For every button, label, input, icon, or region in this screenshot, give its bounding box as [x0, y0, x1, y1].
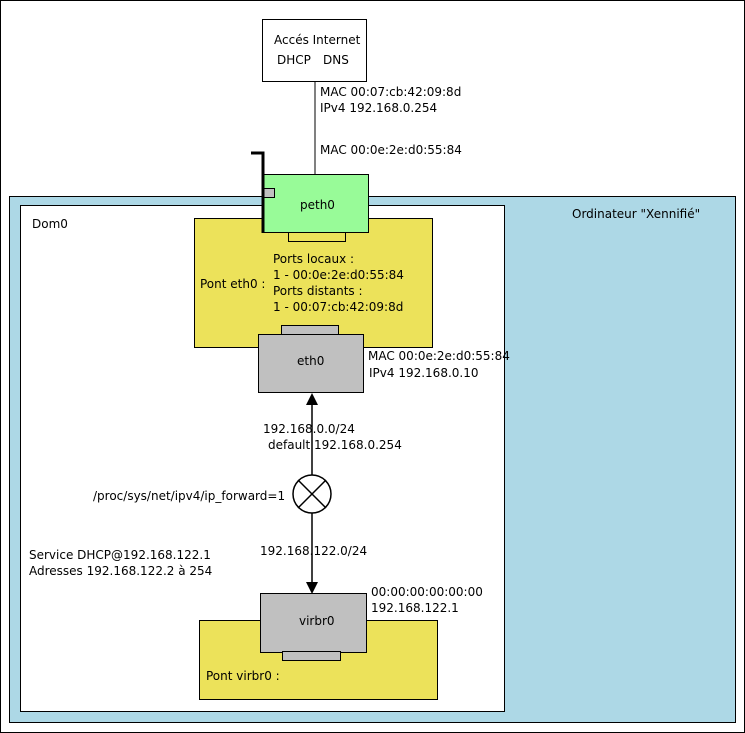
- router-cross-icon: [292, 474, 332, 514]
- eth0-ipv4: IPv4 192.168.0.10: [369, 366, 479, 380]
- virbr0-box: [260, 593, 367, 653]
- local-ports-title: Ports locaux :: [273, 252, 355, 266]
- local-port-entry: 1 - 00:0e:2e:d0:55:84: [273, 268, 404, 282]
- virbr0-label: virbr0: [299, 614, 335, 628]
- dhcp-service-line2: Adresses 192.168.122.2 à 254: [29, 564, 213, 578]
- peth0-connector: [288, 232, 346, 242]
- bridge-virbr0-label: Pont virbr0 :: [206, 669, 280, 683]
- computer-label: Ordinateur "Xennifié": [572, 207, 701, 221]
- internet-dns: DNS: [323, 53, 349, 67]
- eth0-mac: MAC 00:0e:2e:d0:55:84: [368, 349, 510, 363]
- remote-ports-title: Ports distants :: [273, 284, 363, 298]
- virbr0-connector: [282, 651, 341, 661]
- route-upper-network: 192.168.0.0/24: [263, 422, 355, 436]
- eth0-label: eth0: [297, 354, 325, 368]
- peth0-mac: MAC 00:0e:2e:d0:55:84: [320, 143, 462, 157]
- nic-bracket: [251, 151, 265, 233]
- bridge-eth0-label: Pont eth0 :: [200, 277, 266, 291]
- arrow-up-eth0: [306, 393, 318, 405]
- virbr0-ip: 192.168.122.1: [371, 601, 459, 615]
- gateway-ipv4: IPv4 192.168.0.254: [320, 101, 438, 115]
- virbr0-mac: 00:00:00:00:00:00: [371, 585, 483, 599]
- forward-label: /proc/sys/net/ipv4/ip_forward=1: [93, 489, 286, 503]
- eth0-box: [258, 334, 364, 393]
- internet-title: Accés Internet: [274, 33, 361, 47]
- internet-dhcp: DHCP: [277, 53, 311, 67]
- dom0-label: Dom0: [32, 217, 68, 231]
- peth0-label: peth0: [300, 198, 335, 212]
- remote-port-entry: 1 - 00:07:cb:42:09:8d: [273, 300, 404, 314]
- route-upper-default: default 192.168.0.254: [268, 438, 402, 452]
- arrow-down-virbr0: [306, 582, 318, 594]
- dhcp-service-line1: Service DHCP@192.168.122.1: [29, 548, 211, 562]
- route-lower-network: 192.168.122.0/24: [260, 544, 368, 558]
- gateway-mac: MAC 00:07:cb:42:09:8d: [320, 85, 462, 99]
- internet-box: [262, 19, 367, 82]
